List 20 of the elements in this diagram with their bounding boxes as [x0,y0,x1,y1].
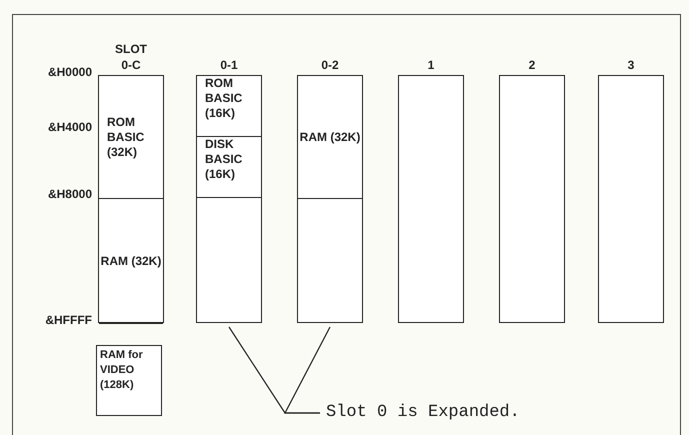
address-label: &HFFFF [44,313,92,327]
region-label: DISK BASIC (16K) [205,137,244,182]
leader-line [284,326,331,414]
region-label: RAM (32K) [300,130,360,144]
region-label: ROM BASIC (32K) [107,114,146,160]
slot-label: 1 [426,57,436,73]
region-label: RAM (32K) [100,254,162,268]
slot-label: SLOT 0-C [114,41,148,73]
slot-label: 0-2 [320,57,340,73]
memory-region [197,76,261,137]
address-label: &H0000 [46,65,92,79]
note-text: Slot 0 is Expanded. [320,402,560,424]
region-label: ROM BASIC (16K) [205,76,244,121]
address-label: &H4000 [46,120,92,134]
memory-box: RAM for VIDEO (128K) [96,345,162,416]
address-label: &H8000 [46,187,92,201]
slot-label: 2 [528,57,536,73]
memory-region [197,137,261,198]
slot-label: 3 [626,57,636,73]
slot-label: 0-1 [219,57,239,73]
